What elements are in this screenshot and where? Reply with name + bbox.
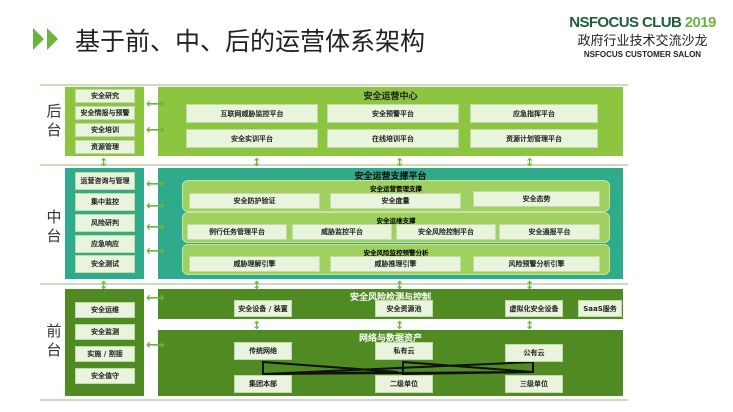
module-box-ops-center-items-2: 应急指挥平台 [470, 104, 598, 123]
divider [40, 283, 628, 285]
divider [40, 164, 628, 166]
module-box-assets-items-0: 传统网络 [234, 342, 292, 360]
module-box-ops-center-items-4: 在线培训平台 [327, 129, 459, 148]
vertical-arrow-icon: ↕ [525, 156, 535, 169]
module-box-middle-left-1: 集中监控 [75, 193, 135, 211]
logo-year: 2019 [684, 14, 717, 31]
logo-text: NSFOCUS CLUB [569, 14, 682, 31]
logo: NSFOCUS CLUB 2019 政府行业技术交流沙龙 NSFOCUS CUS… [560, 13, 725, 59]
logo-subtitle: 政府行业技术交流沙龙 [577, 34, 708, 49]
module-box-middle-left-3: 应急响应 [75, 235, 135, 253]
module-box-ops-center-items-1: 安全预警平台 [327, 104, 459, 123]
ops-center-title: 安全运营中心 [363, 92, 418, 102]
module-box-support-platform-maint-items-1: 威胁监控平台 [292, 224, 392, 240]
module-box-middle-left-4: 安全测试 [75, 255, 135, 273]
module-box-front-left-3: 安全值守 [75, 368, 135, 384]
divider [40, 399, 628, 401]
divider [40, 84, 628, 86]
module-box-support-platform-risk-items-0: 威胁理解引擎 [189, 256, 320, 272]
module-box-detect-items-3: SaaS服务 [578, 300, 622, 317]
support-platform-title: 安全运营支撑平台 [354, 172, 427, 182]
module-box-middle-left-0: 运营咨询与管理 [75, 172, 135, 190]
module-box-detect-items-1: 安全资源池 [375, 300, 433, 317]
risk-analysis-title: 安全风险监控预警分析 [363, 249, 429, 257]
module-box-back-left-3: 资源管理 [75, 140, 135, 154]
vertical-arrow-icon: ↕ [252, 279, 262, 292]
vertical-arrow-icon: ↕ [99, 279, 109, 292]
module-box-back-left-1: 安全情报与预警 [75, 106, 135, 120]
tier-label-front: 前台 [46, 322, 62, 359]
module-box-detect-items-0: 安全设备 / 装置 [234, 300, 292, 317]
horizontal-arrow-icon: ⟷ [146, 97, 165, 112]
module-box-support-platform-risk-items-2: 风险预警分析引擎 [473, 256, 600, 272]
module-box-ops-center-items-3: 安全实训平台 [186, 129, 318, 148]
horizontal-arrow-icon: ⟷ [146, 291, 165, 306]
module-box-support-platform-risk-items-1: 威胁推理引擎 [330, 256, 461, 272]
vertical-arrow-icon: ↕ [99, 156, 109, 169]
maint-support-title: 安全运维支撑 [376, 217, 416, 225]
module-box-assets-items-3: 集团本部 [234, 375, 292, 393]
assets-title: 网络与数据资产 [358, 334, 422, 344]
page-title: 基于前、中、后的运营体系架构 [75, 27, 426, 56]
horizontal-arrow-icon: ⟷ [146, 177, 165, 192]
module-box-ops-center-items-5: 资源计划管理平台 [470, 129, 598, 148]
tier-label-back: 后台 [46, 102, 62, 139]
module-box-assets-items-4: 二级单位 [375, 375, 433, 393]
vertical-arrow-icon: ↕ [252, 156, 262, 169]
module-box-back-left-2: 安全培训 [75, 123, 135, 137]
module-box-front-left-0: 安全运维 [75, 302, 135, 318]
title-arrows-icon [33, 28, 63, 54]
module-box-support-platform-maint-items-2: 安全风险控制平台 [396, 224, 496, 240]
module-box-assets-items-1: 私有云 [375, 342, 433, 360]
logo-tagline: NSFOCUS CUSTOMER SALON [583, 50, 702, 59]
vertical-arrow-icon: ↕ [395, 279, 405, 292]
module-box-support-platform-mgmt-items-1: 安全度量 [330, 193, 461, 209]
horizontal-arrow-icon: ⟷ [146, 123, 165, 138]
module-box-front-left-1: 安全监测 [75, 324, 135, 340]
module-box-middle-left-2: 风险研判 [75, 214, 135, 232]
horizontal-arrow-icon: ⟷ [146, 220, 165, 235]
horizontal-arrow-icon: ⟷ [146, 199, 165, 214]
vertical-arrow-icon: ↕ [525, 279, 535, 292]
module-box-ops-center-items-0: 互联网威胁监控平台 [186, 104, 318, 123]
vertical-arrow-icon: ↕ [395, 156, 405, 169]
vertical-arrow-icon: ↕ [395, 319, 405, 332]
mgmt-support-title: 安全运营管理支撑 [370, 185, 422, 193]
tier-label-middle: 中台 [46, 208, 62, 245]
vertical-arrow-icon: ↕ [252, 319, 262, 332]
module-box-support-platform-mgmt-items-2: 安全态势 [473, 191, 600, 207]
module-box-front-left-2: 实施 / 割接 [75, 346, 135, 362]
detect-control-title: 安全风险检测与控制 [349, 293, 431, 303]
module-box-back-left-0: 安全研究 [75, 89, 135, 103]
module-box-support-platform-maint-items-3: 安全通报平台 [499, 224, 600, 240]
module-box-assets-items-5: 三级单位 [505, 375, 563, 393]
horizontal-arrow-icon: ⟷ [146, 244, 165, 259]
module-box-detect-items-2: 虚拟化安全设备 [505, 300, 563, 317]
module-box-support-platform-maint-items-0: 例行任务管理平台 [187, 224, 287, 240]
module-box-assets-items-2: 公有云 [505, 344, 563, 362]
horizontal-arrow-icon: ⟷ [146, 338, 165, 353]
module-box-support-platform-mgmt-items-0: 安全防护验证 [189, 193, 320, 209]
vertical-arrow-icon: ↕ [525, 319, 535, 332]
